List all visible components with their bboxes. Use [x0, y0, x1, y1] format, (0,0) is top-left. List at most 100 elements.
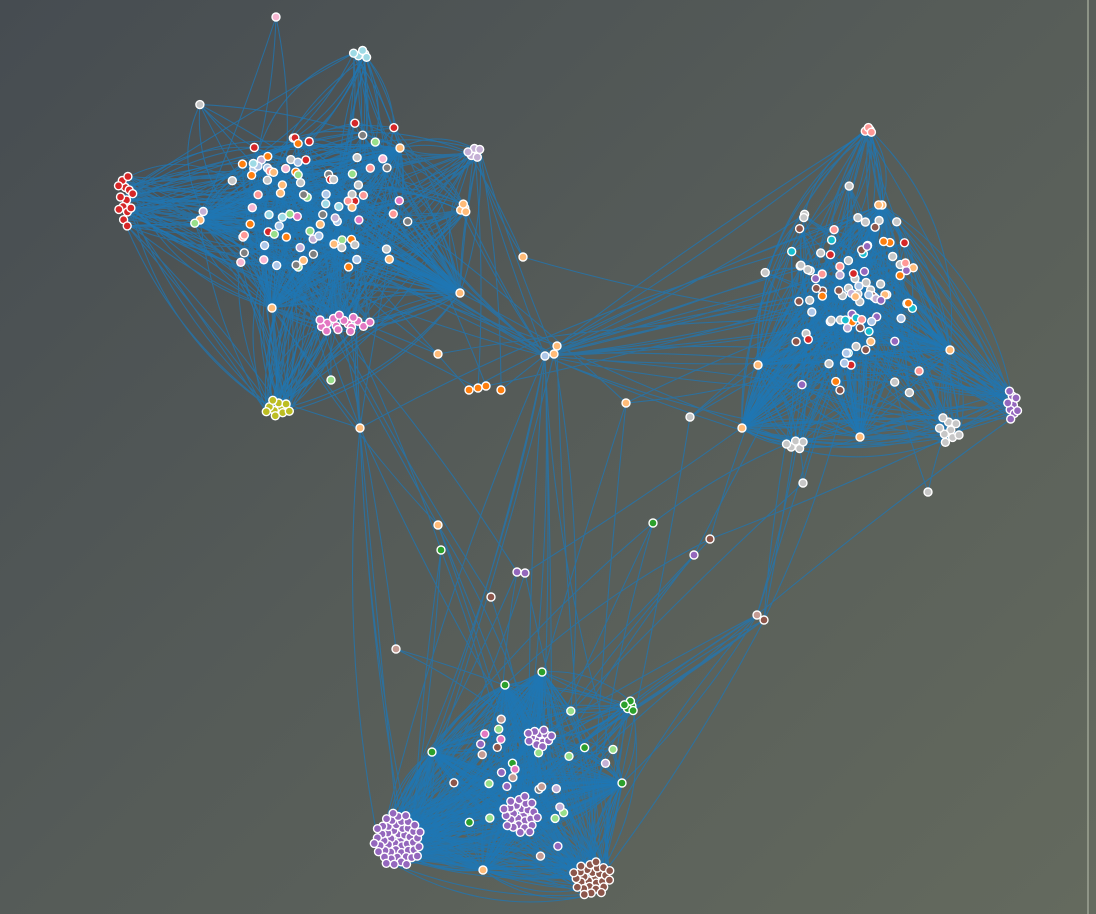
cluster-c-node[interactable] [551, 784, 561, 794]
cluster-b-node[interactable] [890, 377, 900, 387]
cluster-a-node[interactable] [321, 189, 331, 199]
cluster-b-node[interactable] [874, 215, 884, 226]
bridge-node[interactable] [433, 520, 443, 530]
cluster-a-node[interactable] [305, 226, 315, 236]
cluster-a-node[interactable] [328, 174, 339, 185]
purple-big-node[interactable] [401, 811, 411, 821]
red-stack-node[interactable] [123, 171, 133, 182]
bridge-node[interactable] [473, 383, 483, 393]
cluster-a-node[interactable] [308, 249, 319, 259]
cluster-c-node[interactable] [564, 751, 574, 761]
cluster-c-node[interactable] [566, 706, 576, 716]
lightgray-cluster-1-node[interactable] [951, 419, 961, 429]
cluster-a-node[interactable] [295, 242, 305, 253]
hub-node[interactable] [537, 667, 547, 677]
cluster-a-node[interactable] [353, 180, 364, 190]
cluster-b-node[interactable] [810, 273, 821, 284]
bridge-node[interactable] [391, 644, 401, 654]
lightgray-cluster-2-node[interactable] [798, 437, 808, 447]
purple-mid-node[interactable] [527, 798, 537, 808]
cluster-c-node[interactable] [496, 714, 506, 724]
cluster-c-node[interactable] [502, 781, 512, 791]
cluster-c-node[interactable] [600, 758, 611, 768]
cluster-c-node[interactable] [553, 841, 563, 851]
brown-blob-node[interactable] [604, 875, 615, 885]
bridge-node[interactable] [552, 341, 562, 351]
cluster-b-node[interactable] [851, 341, 861, 352]
cluster-a-node[interactable] [259, 255, 269, 265]
purple-big-node[interactable] [401, 859, 412, 869]
lightgray-cluster-1-node[interactable] [934, 423, 945, 433]
pink-row-node[interactable] [348, 312, 358, 323]
cluster-b-node[interactable] [811, 283, 821, 293]
cluster-b-node[interactable] [864, 326, 874, 337]
cluster-a-node[interactable] [388, 209, 398, 219]
bridge-node[interactable] [798, 478, 808, 488]
cluster-a-node[interactable] [291, 260, 301, 270]
pink-row-node[interactable] [333, 324, 343, 335]
purple-mid-node[interactable] [515, 827, 525, 837]
cluster-a-node[interactable] [285, 209, 295, 219]
red-stack-node[interactable] [115, 192, 126, 202]
cluster-c-node[interactable] [480, 729, 490, 739]
purple-top-node[interactable] [523, 728, 534, 738]
cluster-b-node[interactable] [835, 270, 845, 280]
cluster-a-node[interactable] [347, 189, 357, 200]
cluster-b-node[interactable] [892, 217, 902, 227]
cluster-a-node[interactable] [343, 262, 354, 272]
cluster-a-node[interactable] [195, 99, 205, 110]
lavender-group-node[interactable] [475, 144, 485, 155]
cluster-a-node[interactable] [304, 136, 314, 147]
bridge-node[interactable] [759, 615, 769, 625]
olive-blob-node[interactable] [268, 395, 278, 405]
red-stack-node[interactable] [127, 188, 138, 199]
cluster-a-node[interactable] [318, 209, 328, 220]
cluster-c-node[interactable] [550, 813, 560, 824]
hub-node[interactable] [395, 143, 405, 153]
cluster-c-node[interactable] [476, 739, 486, 749]
cluster-a-node[interactable] [350, 239, 360, 250]
bridge-node[interactable] [436, 545, 446, 555]
cluster-a-node[interactable] [239, 230, 250, 240]
cluster-b-node[interactable] [864, 290, 874, 300]
red-stack-node[interactable] [114, 204, 124, 215]
cluster-b-node[interactable] [840, 315, 851, 325]
cluster-a-node[interactable] [236, 257, 246, 267]
bridge-node[interactable] [326, 375, 336, 385]
cluster-b-node[interactable] [901, 265, 912, 276]
bridge-node[interactable] [355, 423, 365, 433]
cluster-c-node[interactable] [608, 744, 618, 755]
purple-big-node[interactable] [369, 838, 379, 849]
cluster-a-node[interactable] [259, 240, 270, 251]
cluster-c-node[interactable] [492, 742, 502, 752]
pink-row-node[interactable] [345, 326, 356, 336]
cluster-a-node[interactable] [321, 199, 331, 209]
cluster-a-node[interactable] [263, 151, 273, 162]
cluster-a-node[interactable] [347, 202, 357, 213]
brown-blob-node[interactable] [591, 857, 601, 867]
cluster-c-node[interactable] [485, 813, 495, 823]
lavender-group-node[interactable] [472, 152, 482, 162]
olive-blob-node[interactable] [261, 407, 271, 417]
cluster-a-node[interactable] [237, 159, 248, 169]
purple-column-node[interactable] [1006, 414, 1016, 424]
cluster-b-node[interactable] [888, 251, 898, 262]
olive-blob-node[interactable] [284, 406, 294, 416]
cluster-b-node[interactable] [866, 336, 876, 347]
cluster-a-node[interactable] [293, 170, 303, 180]
cluster-b-node[interactable] [760, 267, 770, 278]
cluster-b-node[interactable] [817, 291, 828, 301]
pink-row-node[interactable] [358, 321, 369, 331]
cluster-a-node[interactable] [239, 248, 250, 258]
purple-mid-node[interactable] [499, 804, 509, 814]
hub-node[interactable] [753, 360, 763, 370]
purple-mid-node[interactable] [525, 827, 535, 837]
cluster-a-node[interactable] [330, 213, 340, 223]
cluster-a-node[interactable] [358, 130, 368, 140]
brown-blob-node[interactable] [579, 889, 589, 900]
cluster-a-node[interactable] [403, 216, 413, 227]
cluster-c-node[interactable] [464, 817, 475, 827]
hub-node[interactable] [945, 345, 955, 355]
brown-blob-node[interactable] [576, 861, 586, 871]
purple-big-node[interactable] [410, 820, 420, 830]
